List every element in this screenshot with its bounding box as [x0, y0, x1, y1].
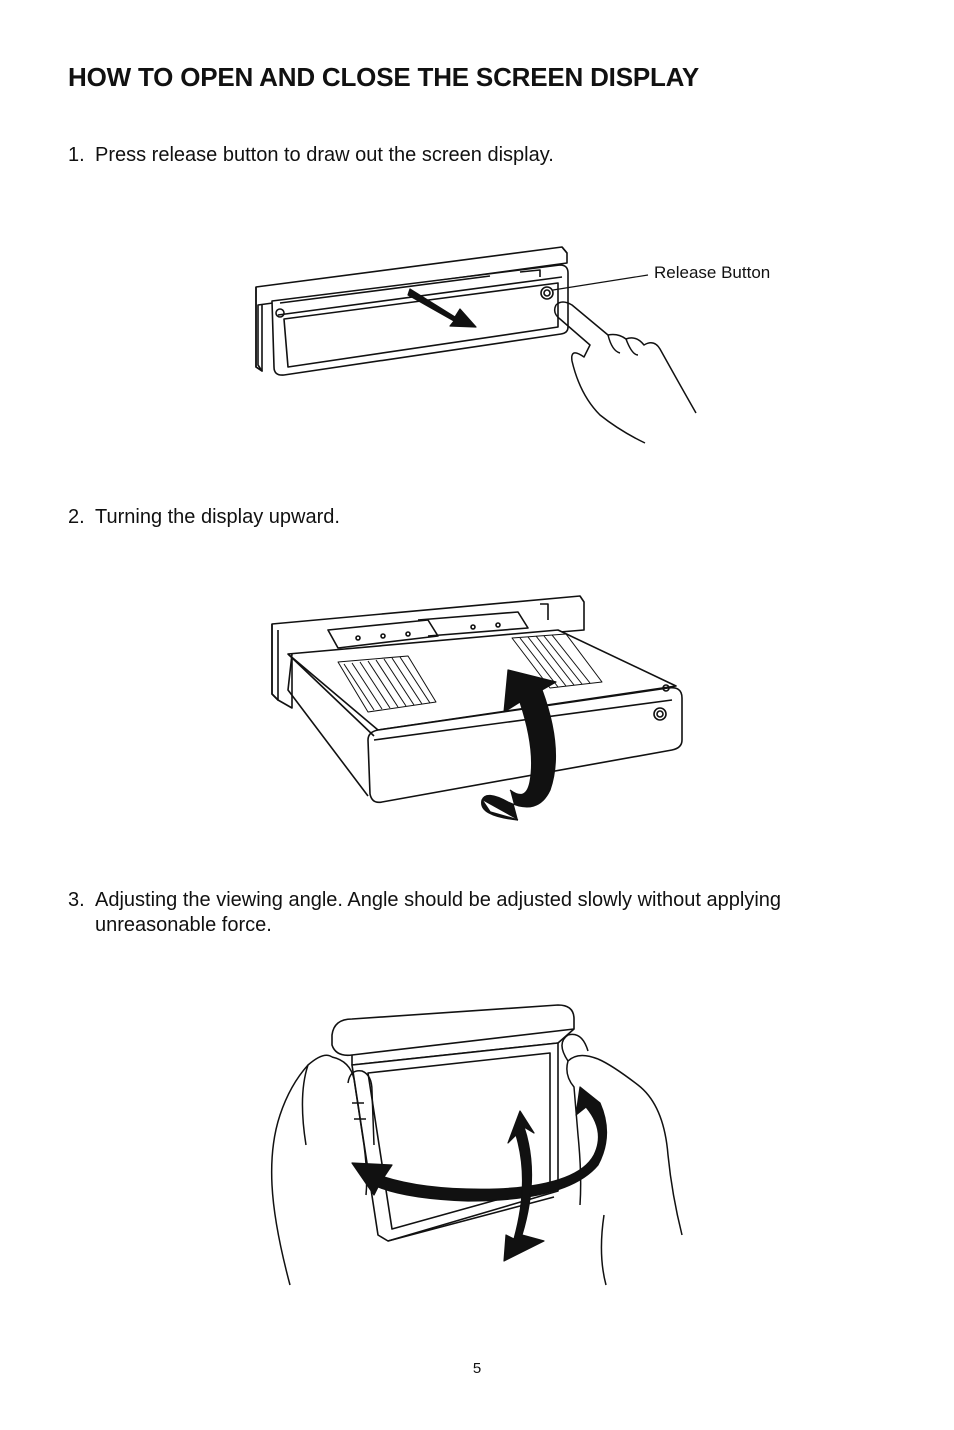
step-1-number: 1. — [68, 144, 85, 166]
callout-leader-line — [552, 274, 649, 291]
step-3-number: 3. — [68, 889, 85, 911]
right-hand-icon — [561, 1033, 683, 1286]
figure-adjust-viewing-angle — [268, 995, 688, 1295]
release-button-callout: Release Button — [654, 263, 771, 282]
figure-release-button — [240, 235, 700, 450]
hand-icon — [553, 301, 697, 444]
step-3: 3. Adjusting the viewing angle. Angle sh… — [68, 888, 885, 938]
display-screen-drawing — [331, 1004, 575, 1242]
curved-arrow-icon — [481, 669, 557, 821]
step-1: 1. Press release button to draw out the … — [68, 143, 885, 168]
page-title: HOW TO OPEN AND CLOSE THE SCREEN DISPLAY — [68, 62, 700, 92]
page-number: 5 — [472, 1360, 482, 1377]
head-unit-open-drawing — [271, 595, 683, 804]
step-2: 2. Turning the display upward. — [68, 505, 885, 530]
step-1-text: Press release button to draw out the scr… — [95, 144, 554, 166]
rotate-arrow-icon — [351, 1086, 608, 1202]
step-2-text: Turning the display upward. — [95, 506, 340, 528]
step-2-number: 2. — [68, 506, 85, 528]
step-3-text: Adjusting the viewing angle. Angle shoul… — [95, 889, 782, 936]
head-unit-drawing — [255, 246, 569, 376]
tilt-arrow-icon — [503, 1110, 545, 1262]
arrow-icon — [407, 288, 477, 328]
figure-turn-display-upward — [268, 590, 688, 830]
